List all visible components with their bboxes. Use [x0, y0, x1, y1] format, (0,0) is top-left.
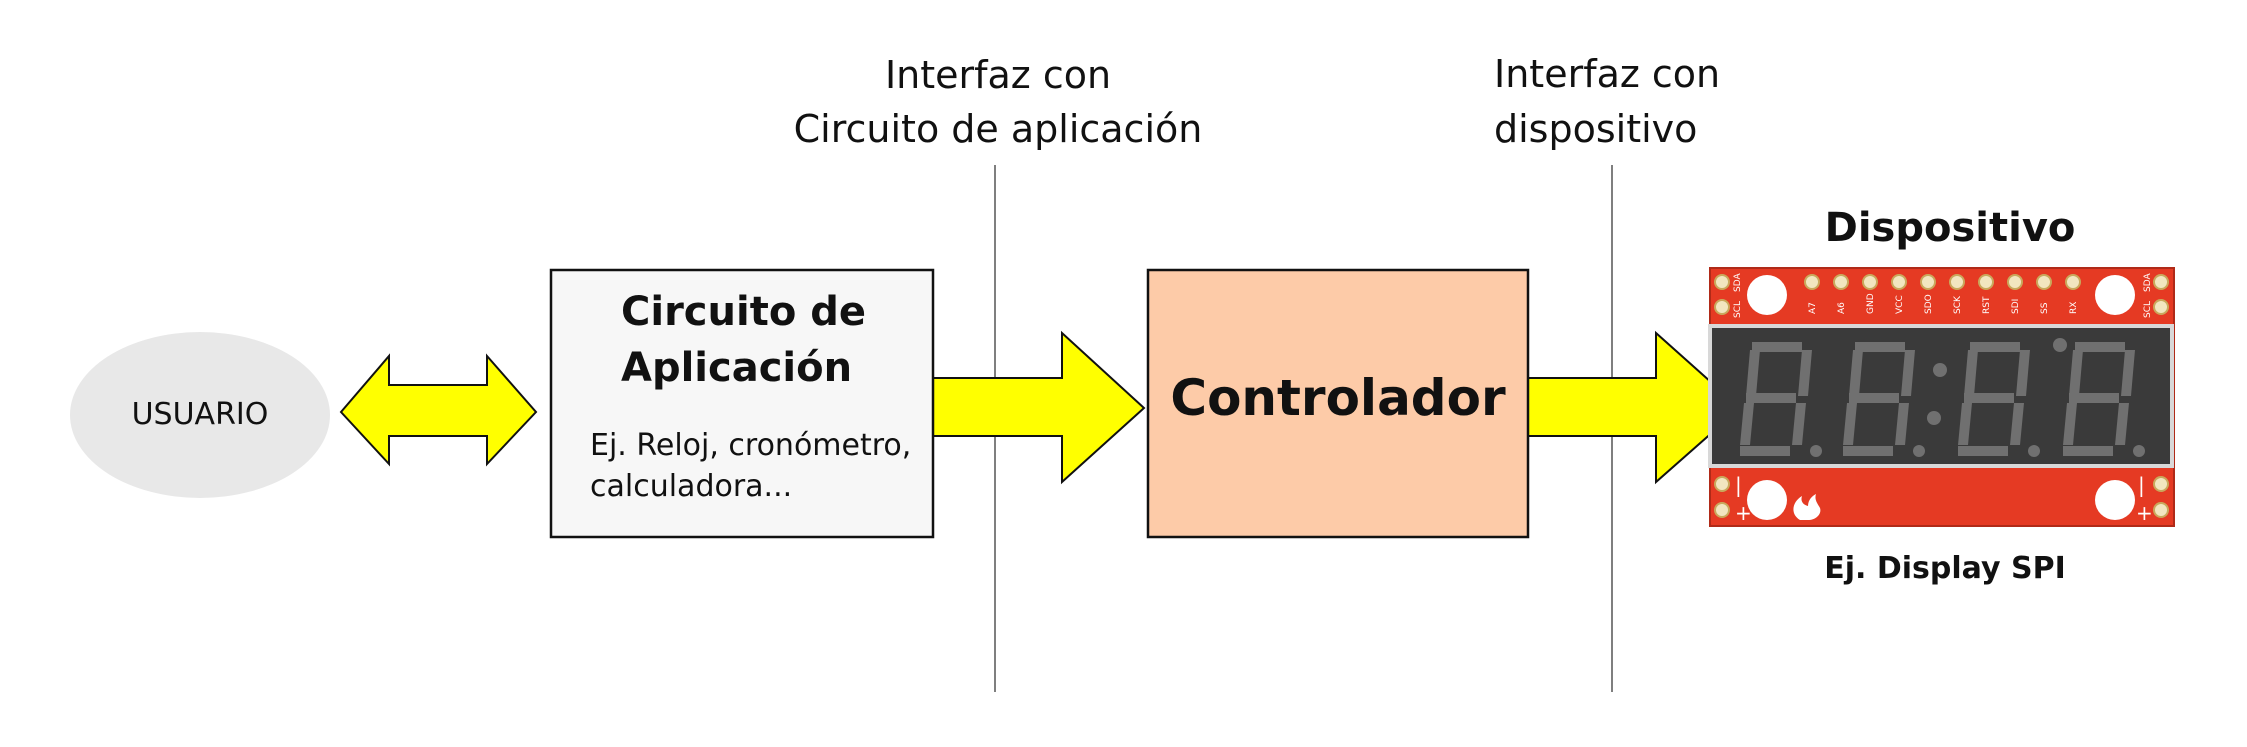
minus-mark: |: [2138, 473, 2145, 497]
pin-pad-sck: [1949, 274, 1965, 290]
pin-pad-sdo: [1920, 274, 1936, 290]
colon-dot: [2053, 338, 2067, 352]
pin-label-rx: RX: [2069, 302, 2079, 314]
display-segment: [1895, 403, 1909, 445]
pin-pad-rst: [1978, 274, 1994, 290]
display-segment: [2069, 393, 2119, 403]
pad: [2153, 502, 2169, 518]
device-interface-label-line1: Interfaz con: [1494, 52, 1720, 96]
display-segment: [1740, 403, 1754, 445]
pin-label-ss: SS: [2040, 302, 2050, 314]
display-segment: [2115, 403, 2129, 445]
bidirectional-arrow: [339, 353, 538, 467]
display-segment: [1798, 350, 1812, 396]
display-segment: [1901, 350, 1915, 396]
pin-label-gnd: GND: [1866, 293, 1876, 314]
display-segment: [2063, 446, 2113, 456]
decimal-point: [2028, 445, 2040, 457]
display-segment: [1792, 403, 1806, 445]
pin-label-a7: A7: [1808, 302, 1818, 314]
display-segment: [2075, 342, 2125, 352]
pin-label: SCL: [2143, 301, 2153, 318]
display-segment: [1958, 446, 2008, 456]
pin-label-sck: SCK: [1953, 295, 1963, 314]
pin-pad-rx: [2065, 274, 2081, 290]
pin-label: SDA: [2143, 273, 2153, 292]
display-segment: [1843, 446, 1893, 456]
display-segment: [2063, 403, 2077, 445]
display-segment: [1746, 393, 1796, 403]
app-circuit-example-line2: calculadora...: [590, 469, 792, 504]
device-caption: Ej. Display SPI: [1824, 551, 2066, 586]
device-title: Dispositivo: [1825, 205, 2076, 251]
plus-mark: +: [1735, 501, 1752, 525]
pin-label-sdo: SDO: [1924, 294, 1934, 314]
display-segment: [1752, 342, 1802, 352]
plus-mark: +: [2136, 501, 2153, 525]
pad: [2153, 274, 2169, 290]
controller-label: Controlador: [1170, 369, 1506, 427]
arrow-controller-to-device: [1527, 330, 1742, 485]
user-label: USUARIO: [132, 397, 269, 432]
arrow-app-to-controller: [931, 330, 1146, 485]
pad: [1714, 274, 1730, 290]
colon-dot: [1933, 363, 1947, 377]
display-segment: [1849, 350, 1863, 396]
display-segment: [1855, 342, 1905, 352]
colon-dot: [1927, 411, 1941, 425]
pad: [1714, 299, 1730, 315]
display-segment: [2121, 350, 2135, 396]
pad: [1714, 502, 1730, 518]
display-segment: [1746, 350, 1760, 396]
pad: [1714, 476, 1730, 492]
pin-pad-vcc: [1891, 274, 1907, 290]
pin-label-vcc: VCC: [1895, 295, 1905, 314]
pin-pad-gnd: [1862, 274, 1878, 290]
pad: [2153, 299, 2169, 315]
decimal-point: [1810, 445, 1822, 457]
spi-display-board: SDA SCL SDA SCL A7 A6 GND VCC SDO SCK RST SDI SS…: [1708, 267, 2175, 527]
display-segment: [1958, 403, 1972, 445]
mounting-hole: [2095, 275, 2135, 315]
mounting-hole: [2095, 480, 2135, 520]
pin-label-sdi: SDI: [2011, 299, 2021, 314]
app-interface-label-line2: Circuito de aplicación: [794, 107, 1203, 151]
pin-pad-a7: [1804, 274, 1820, 290]
display-segment: [1740, 446, 1790, 456]
display-segment: [2010, 403, 2024, 445]
top-pin-header: A7 A6 GND VCC SDO SCK RST SDI SS RX: [1804, 274, 2081, 314]
display-segment: [1970, 342, 2020, 352]
device-interface-label-line2: dispositivo: [1494, 107, 1697, 151]
display-segment: [1843, 403, 1857, 445]
mounting-hole: [1747, 480, 1787, 520]
display-segment: [2016, 350, 2030, 396]
app-interface-label-line1: Interfaz con: [885, 53, 1111, 97]
mounting-hole: [1747, 275, 1787, 315]
pin-label: SDA: [1733, 273, 1743, 292]
app-circuit-example-line1: Ej. Reloj, cronómetro,: [590, 428, 911, 463]
pin-label-rst: RST: [1982, 296, 1992, 314]
controller-box: [1146, 268, 1530, 539]
display-segment: [1849, 393, 1899, 403]
pin-pad-a6: [1833, 274, 1849, 290]
display-segment: [2069, 350, 2083, 396]
app-circuit-title-line2: Aplicación: [621, 345, 852, 391]
display-segment: [1964, 350, 1978, 396]
pin-label: SCL: [1733, 301, 1743, 318]
decimal-point: [1913, 445, 1925, 457]
display-digits: [1740, 338, 2145, 457]
display-segment: [1964, 393, 2014, 403]
minus-mark: |: [1735, 473, 1742, 497]
pin-pad-ss: [2036, 274, 2052, 290]
pin-pad-sdi: [2007, 274, 2023, 290]
user-ellipse: [70, 332, 330, 498]
pin-label-a6: A6: [1837, 302, 1847, 314]
app-circuit-box: [549, 268, 935, 539]
pad: [2153, 476, 2169, 492]
app-circuit-title-line1: Circuito de: [621, 289, 866, 335]
decimal-point: [2133, 445, 2145, 457]
flame-logo: [1793, 494, 1821, 520]
